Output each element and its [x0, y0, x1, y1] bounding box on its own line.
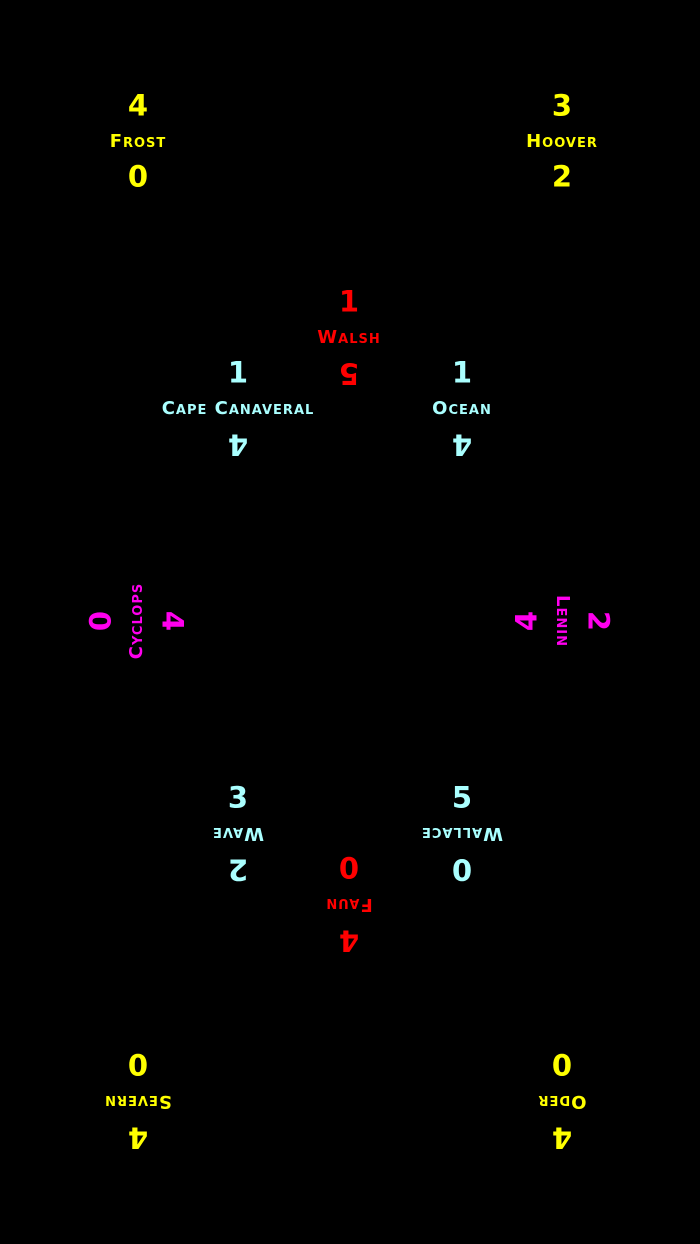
lenin-bottom-count: 4: [509, 610, 544, 632]
oder-top-count: 4: [551, 1120, 573, 1155]
ocean-bottom-count: 4: [451, 427, 473, 462]
wallace-top-count: 0: [451, 852, 473, 887]
cape-canaveral-bottom-count: 4: [227, 427, 249, 462]
lenin-top-count: 2: [581, 610, 616, 632]
cyclops-top-count: 0: [83, 610, 118, 632]
severn-top-count: 4: [127, 1120, 149, 1155]
walsh-bottom-count: 5: [338, 356, 360, 391]
faun-bottom-count: 0: [338, 851, 360, 886]
wallace-bottom-count: 5: [451, 780, 473, 815]
cyclops-bottom-count: 4: [155, 610, 190, 632]
frost-bottom-count: 0: [127, 159, 149, 194]
severn-bottom-count: 0: [127, 1048, 149, 1083]
faun-name: Faun: [325, 894, 373, 915]
severn-name: Severn: [104, 1091, 172, 1112]
cape-canaveral-top-count: 1: [227, 355, 249, 390]
walsh-name: Walsh: [317, 327, 381, 348]
wallace-name: Wallace: [421, 823, 503, 844]
oder-bottom-count: 0: [551, 1048, 573, 1083]
cyclops-name: Cyclops: [126, 582, 147, 660]
wave-bottom-count: 3: [227, 780, 249, 815]
frost-top-count: 4: [127, 88, 149, 123]
wave-top-count: 2: [227, 852, 249, 887]
ocean-top-count: 1: [451, 355, 473, 390]
hoover-name: Hoover: [526, 131, 598, 152]
frost-name: Frost: [109, 131, 167, 152]
hoover-top-count: 3: [551, 88, 573, 123]
wave-name: Wave: [212, 823, 264, 844]
oder-name: Oder: [537, 1091, 587, 1112]
walsh-top-count: 1: [338, 284, 360, 319]
hoover-bottom-count: 2: [551, 159, 573, 194]
cape-canaveral-name: Cape Canaveral: [161, 398, 315, 419]
faun-top-count: 4: [338, 923, 360, 958]
ocean-name: Ocean: [432, 398, 492, 419]
lenin-name: Lenin: [552, 595, 573, 647]
